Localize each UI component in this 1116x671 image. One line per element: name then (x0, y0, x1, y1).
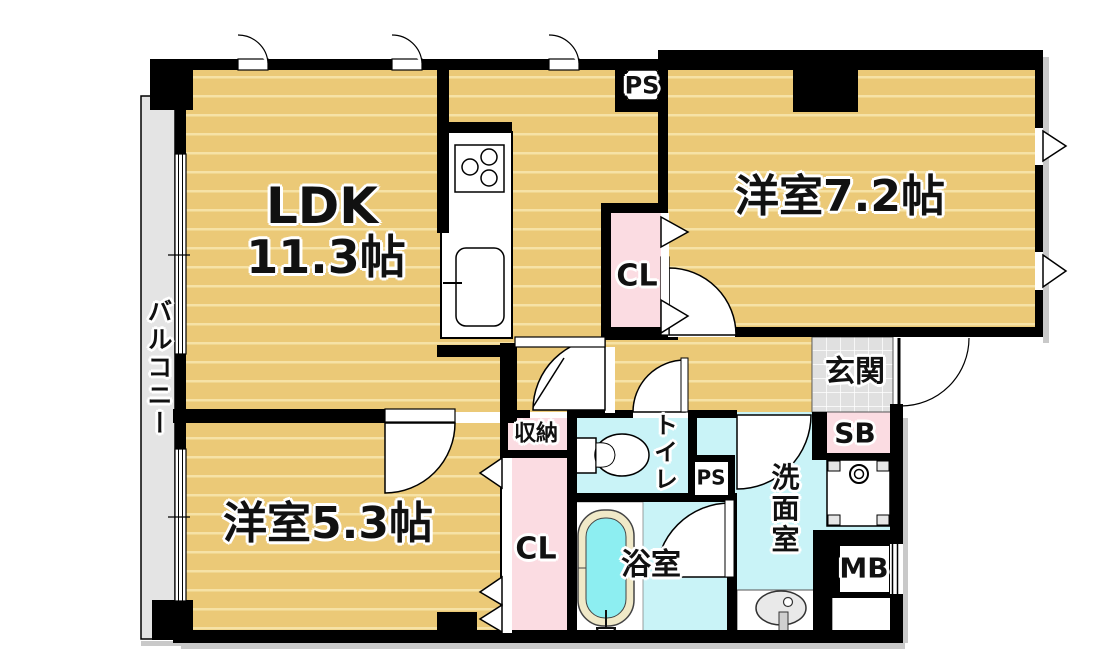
toilet-door-arc (632, 359, 686, 413)
western-5-3-floor (186, 423, 500, 630)
toilet-door-leaf (680, 357, 689, 413)
shoebox-label: SB (834, 416, 876, 450)
balcony-window-ldk (168, 153, 190, 355)
storage-door-leaf (532, 357, 565, 408)
bathroom-door-arc (655, 502, 731, 578)
bathroom-door-leaf (724, 499, 735, 578)
washroom-label: 洗面室 (767, 462, 801, 556)
western-5-3-label: 洋室5.3帖 (223, 498, 433, 550)
western-7-2-label: 洋室7.2帖 (735, 171, 945, 223)
ldk-size-label: 11.3帖 (246, 230, 406, 285)
wall-shadows (141, 57, 1049, 649)
closet-lower-label: CL (515, 531, 557, 567)
pipe-space-lower-box (695, 462, 728, 495)
closet-lower-fill (503, 458, 567, 633)
western-5-3-door-leaf (384, 408, 456, 423)
storage-label: 収納 (513, 421, 559, 447)
alcove-fill (697, 418, 730, 455)
meter-box-label: MB (839, 551, 889, 585)
western-7-2-floor (668, 70, 1035, 327)
bathroom-label: 浴室 (621, 547, 681, 583)
kitchen-unit (440, 131, 513, 339)
right-wall-vents (1035, 128, 1068, 290)
walls (150, 50, 1043, 643)
entrance-label: 玄関 (825, 354, 885, 390)
shoebox-fill (822, 412, 890, 453)
kitchen-sink-icon (455, 247, 505, 327)
entrance-tile (811, 336, 894, 413)
balcony-window-5-3 (168, 448, 190, 602)
washer-pan-icon (826, 459, 891, 527)
meter-box (840, 546, 889, 592)
pipe-space-upper-box (626, 69, 659, 101)
washroom-door-arc (736, 414, 812, 490)
toilet-label: トイレ (649, 412, 678, 494)
western-5-3-door-arc (384, 422, 456, 494)
pipe-space-upper-label: PS (624, 71, 660, 100)
balcony-label: バルコニー (144, 298, 173, 438)
doors-and-openings (168, 34, 1068, 634)
closet-upper-fill (611, 213, 661, 330)
hall-door-leaf (514, 336, 606, 348)
toilet-icon (574, 433, 650, 477)
closet-lower-bifold (478, 456, 512, 634)
pipe-space-lower-label: PS (696, 465, 726, 490)
closet-upper-bifold (660, 213, 690, 335)
ldk-label: LDK (265, 177, 379, 235)
closet-upper-label: CL (616, 258, 658, 294)
storage-fill (503, 418, 567, 455)
top-swing-windows (237, 34, 580, 71)
hall-door-gap (605, 347, 615, 413)
entrance-door (890, 337, 970, 418)
